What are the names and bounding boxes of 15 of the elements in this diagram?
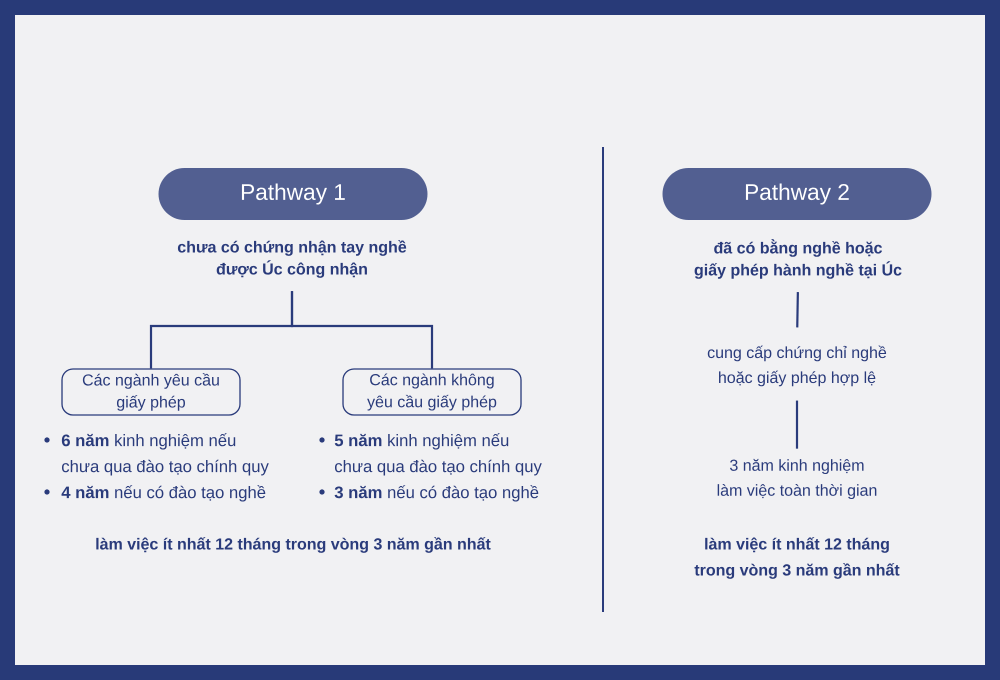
pathway-pill: Pathway 1 xyxy=(158,168,428,220)
pathway-pill: Pathway 2 xyxy=(662,168,932,220)
heading-text: đã có bằng nghề hoặc giấy phép hành nghề tại Úc xyxy=(694,239,902,279)
bullet-text: 3 năm nếu có đào tạo nghề xyxy=(334,485,538,502)
heading-text: chưa có chứng nhận tay nghề được Úc công nhận xyxy=(178,240,406,278)
connector-line xyxy=(290,291,434,368)
note-text: làm việc ít nhất 12 tháng trong vòng 3 năm gần nhất xyxy=(96,537,491,553)
connector-line xyxy=(796,400,798,449)
step-text: cung cấp chứng chỉ nghề hoặc giấy phép hợp lệ xyxy=(708,346,886,386)
bullet-text: 4 năm nếu có đào tạo nghề xyxy=(62,485,266,502)
connector-line xyxy=(796,292,799,328)
step-text: 3 năm kinh nghiệm làm việc toàn thời gian xyxy=(718,458,876,500)
note-text: làm việc ít nhất 12 tháng trong vòng 3 năm gần nhất xyxy=(694,537,900,579)
category-box: Các ngành yêu cầu giấy phép xyxy=(61,368,241,416)
category-box: Các ngành không yêu cầu giấy phép xyxy=(342,368,522,416)
